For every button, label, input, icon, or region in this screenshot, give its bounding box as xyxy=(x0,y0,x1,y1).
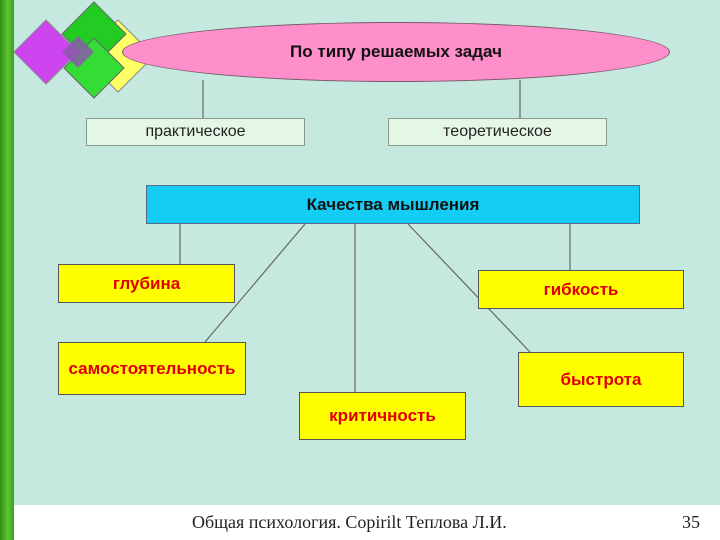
magenta-diamond-shape xyxy=(13,19,79,85)
quality-speed-label: быстрота xyxy=(560,369,642,389)
thinking-qualities-heading: Качества мышления xyxy=(306,194,480,214)
theoretical-thinking-box: теоретическое xyxy=(388,118,607,146)
quality-box-depth: глубина xyxy=(58,264,235,303)
theoretical-thinking-label: теоретическое xyxy=(443,123,552,140)
slide-footer: Общая психология. Copirilt Теплова Л.И. … xyxy=(14,505,720,540)
quality-independence-label: самостоятельность xyxy=(68,358,236,378)
thinking-qualities-header: Качества мышления xyxy=(146,185,640,224)
connector-line xyxy=(204,223,306,343)
quality-criticality-label: критичность xyxy=(329,406,436,425)
overlap-diamond-shape xyxy=(62,36,94,68)
practical-thinking-label: практическое xyxy=(145,123,246,140)
footer-credit: Общая психология. Copirilt Теплова Л.И. xyxy=(192,512,507,532)
left-decorative-strip xyxy=(0,0,14,540)
quality-box-criticality: критичность xyxy=(299,392,466,440)
task-type-heading: По типу решаемых задач xyxy=(290,42,502,61)
quality-box-speed: быстрота xyxy=(518,352,684,407)
quality-flexibility-label: гибкость xyxy=(543,279,619,299)
quality-depth-label: глубина xyxy=(112,273,181,293)
quality-box-independence: самостоятельность xyxy=(58,342,246,395)
page-number: 35 xyxy=(682,512,700,532)
decorative-diamonds xyxy=(13,1,155,99)
connector-line xyxy=(407,223,531,353)
task-type-heading-ellipse: По типу решаемых задач xyxy=(122,22,670,82)
practical-thinking-box: практическое xyxy=(86,118,305,146)
quality-box-flexibility: гибкость xyxy=(478,270,684,309)
